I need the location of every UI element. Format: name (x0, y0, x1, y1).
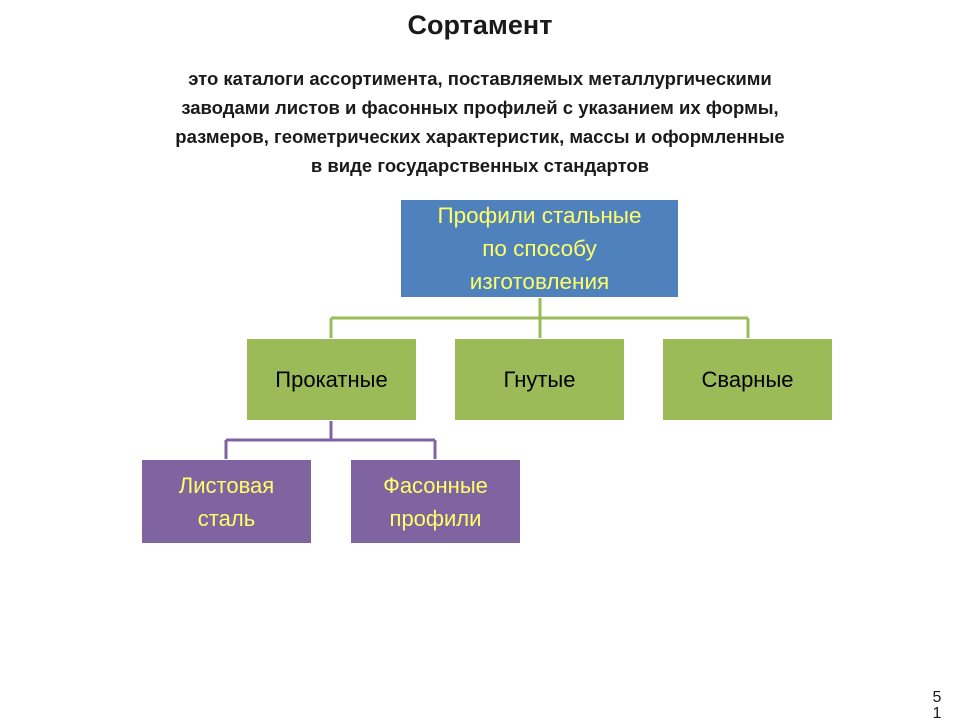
definition-line: в виде государственных стандартов (310, 155, 650, 176)
definition-line: это каталоги ассортимента, поставляемых … (188, 68, 772, 89)
node-root-line: изготовления (469, 269, 610, 294)
node-root-line: по способу (482, 236, 597, 261)
node-rolled: Прокатные (246, 338, 417, 421)
node-shaped-profiles-line: профили (389, 505, 482, 531)
slide-title: Сортамент (407, 10, 553, 40)
node-sheet-steel-line: сталь (197, 505, 256, 531)
definition-line: размеров, геометрических характеристик, … (175, 126, 785, 147)
node-welded: Сварные (662, 338, 833, 421)
node-bent: Гнутые (454, 338, 625, 421)
node-shaped-profiles: Фасонные профили (350, 459, 521, 544)
node-sheet-steel-line: Листовая (178, 472, 275, 498)
node-rolled-label: Прокатные (275, 367, 388, 392)
node-sheet-steel: Листовая сталь (141, 459, 312, 544)
level1-connectors (329, 298, 750, 338)
definition-line: заводами листов и фасонных профилей с ук… (181, 97, 779, 118)
node-steel-profiles: Профили стальные по способу изготовления (400, 199, 679, 298)
page-number: 51 (932, 689, 942, 722)
node-bent-label: Гнутые (503, 367, 576, 392)
definition-text: это каталоги ассортимента, поставляемых … (80, 64, 880, 180)
node-welded-label: Сварные (701, 367, 794, 392)
level2-connectors (224, 421, 437, 459)
node-shaped-profiles-line: Фасонные (383, 472, 488, 498)
node-root-line: Профили стальные (437, 203, 642, 228)
